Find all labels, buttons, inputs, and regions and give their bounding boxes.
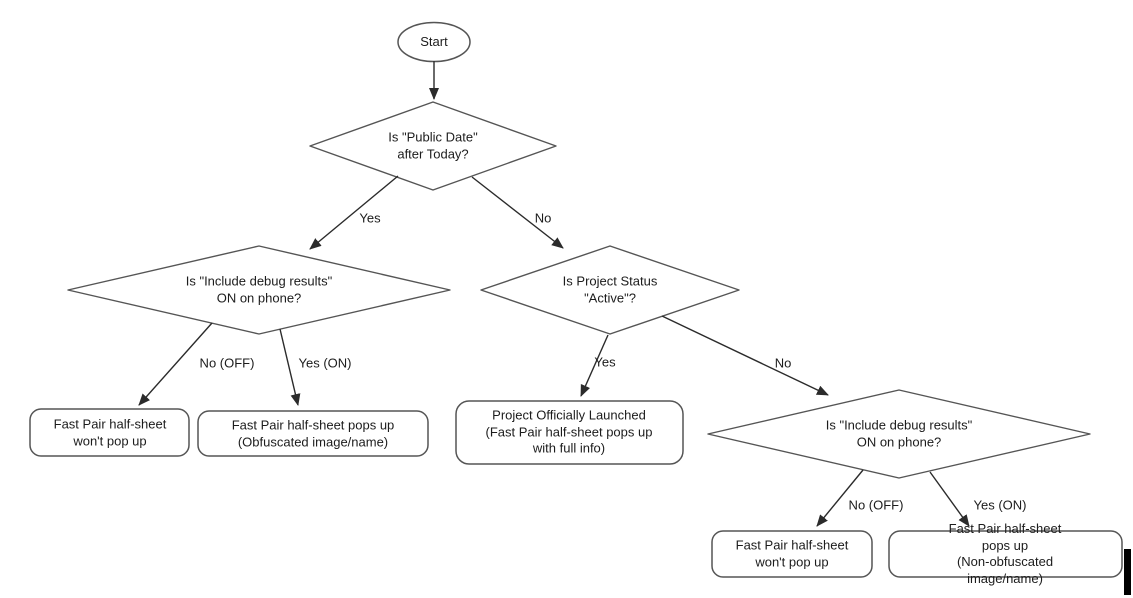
edge-public-date-yes (309, 175, 399, 250)
edge-project-status-yes (580, 334, 609, 397)
result-non-obfuscated-label: Fast Pair half-sheet pops up (Non-obfusc… (948, 521, 1062, 586)
edge-debug-right-yes-on (929, 471, 970, 527)
decision-public-date-shape (309, 101, 557, 191)
edge-label-no-off-right: No (OFF) (848, 497, 904, 513)
decision-debug-left-label: Is "Include debug results" ON on phone? (185, 273, 333, 306)
decision-debug-left-shape (67, 245, 451, 335)
start-node-label: Start (420, 33, 448, 49)
result-no-popup-left-label: Fast Pair half-sheet won't pop up (53, 416, 167, 449)
decision-debug-right-shape (707, 389, 1091, 479)
result-obfuscated-shape (197, 410, 429, 457)
decision-project-status-shape (480, 245, 740, 335)
edge-public-date-no (471, 176, 564, 249)
edge-label-yes-1: Yes (359, 210, 381, 226)
decision-project-status-label: Is Project Status "Active"? (562, 273, 658, 306)
result-non-obfuscated-shape (888, 530, 1123, 578)
result-launched-shape (455, 400, 684, 465)
result-no-popup-right-label: Fast Pair half-sheet won't pop up (735, 537, 849, 570)
edge-debug-left-yes-on (279, 328, 301, 406)
text-cursor-artifact (1124, 549, 1131, 595)
edge-label-yes-2: Yes (594, 354, 616, 370)
edge-label-no-off-left: No (OFF) (199, 355, 255, 371)
edge-label-yes-on-right: Yes (ON) (973, 497, 1027, 513)
edge-debug-right-no-off (816, 469, 864, 527)
decision-public-date-label: Is "Public Date" after Today? (388, 129, 478, 162)
result-no-popup-right-shape (711, 530, 873, 578)
result-launched-label: Project Officially Launched (Fast Pair h… (485, 407, 653, 456)
edge-debug-left-no-off (138, 322, 213, 406)
edge-label-yes-on-left: Yes (ON) (298, 355, 352, 371)
edge-label-no-2: No (774, 355, 792, 371)
result-obfuscated-label: Fast Pair half-sheet pops up (Obfuscated… (231, 417, 395, 450)
edge-project-status-no (661, 315, 829, 396)
result-no-popup-left-shape (29, 408, 190, 457)
decision-debug-right-label: Is "Include debug results" ON on phone? (825, 417, 973, 450)
edge-label-no-1: No (534, 210, 552, 226)
